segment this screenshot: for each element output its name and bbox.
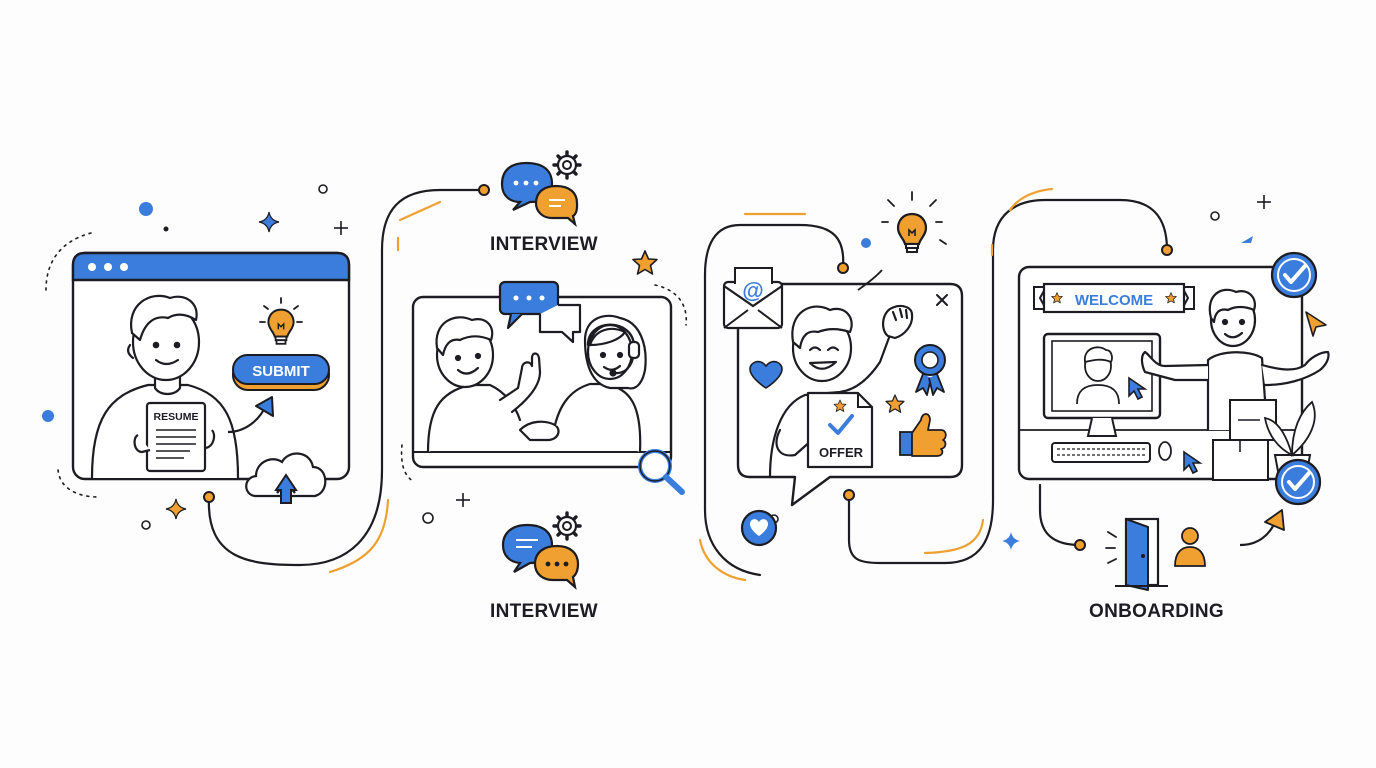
door-icon — [1105, 517, 1168, 591]
submit-button[interactable]: SUBMIT — [232, 354, 330, 391]
welcome-label: WELCOME — [1075, 292, 1153, 309]
monitor — [1042, 332, 1162, 437]
email-symbol: @ — [742, 278, 763, 303]
cloud-upload-icon — [245, 452, 327, 504]
onboarding-label: ONBOARDING — [1089, 601, 1224, 622]
cursor-icon — [1183, 450, 1203, 475]
ribbon-icon — [914, 344, 946, 396]
interview-bottom-label: INTERVIEW — [490, 601, 598, 622]
thumbs-up-icon — [899, 413, 947, 457]
close-icon[interactable] — [936, 294, 948, 306]
resume-label: RESUME — [154, 411, 199, 423]
user-icon — [1174, 527, 1206, 567]
keyboard — [1051, 442, 1151, 463]
interview-bottom-icon — [501, 511, 582, 590]
welcome-banner: WELCOME — [1033, 282, 1195, 314]
bulb-rays — [881, 191, 947, 245]
mouse — [1158, 441, 1172, 461]
offer-panel: @ OFFER — [722, 191, 964, 547]
apply-panel: RESUME SUBMIT — [71, 251, 351, 504]
interview-top-icon — [500, 150, 582, 228]
bulb-rays — [259, 297, 303, 323]
offer-document: OFFER — [806, 391, 874, 469]
interview-panel — [411, 280, 685, 495]
window-dot — [88, 263, 96, 271]
window-dot — [104, 263, 112, 271]
flow-connector — [207, 188, 1169, 577]
submit-label: SUBMIT — [252, 363, 310, 380]
window-dot — [120, 263, 128, 271]
candidate-person — [426, 316, 560, 454]
arrow-icon — [1239, 509, 1285, 547]
heart-circle-icon — [740, 509, 778, 547]
cursor-icon — [1128, 376, 1148, 401]
cursor-icon — [1305, 311, 1327, 337]
gear-icon — [552, 511, 582, 541]
check-circle-icon — [1270, 251, 1318, 299]
gear-icon — [552, 150, 582, 180]
heart-icon — [749, 360, 783, 389]
chat-bubble-icon — [498, 280, 582, 344]
resume-document: RESUME — [133, 401, 216, 473]
interview-top-label: INTERVIEW — [490, 234, 598, 255]
check-circle-icon — [1274, 458, 1322, 506]
search-icon — [638, 449, 685, 495]
recruiter-person — [553, 314, 647, 454]
lightbulb-icon — [896, 212, 928, 254]
guide-person — [1140, 288, 1330, 432]
connector-nodes — [203, 184, 1173, 551]
offer-label: OFFER — [819, 445, 864, 460]
onboarding-panel: WELCOME — [1017, 251, 1330, 591]
email-icon: @ — [722, 267, 784, 330]
orange-accent-arcs — [328, 187, 1054, 582]
